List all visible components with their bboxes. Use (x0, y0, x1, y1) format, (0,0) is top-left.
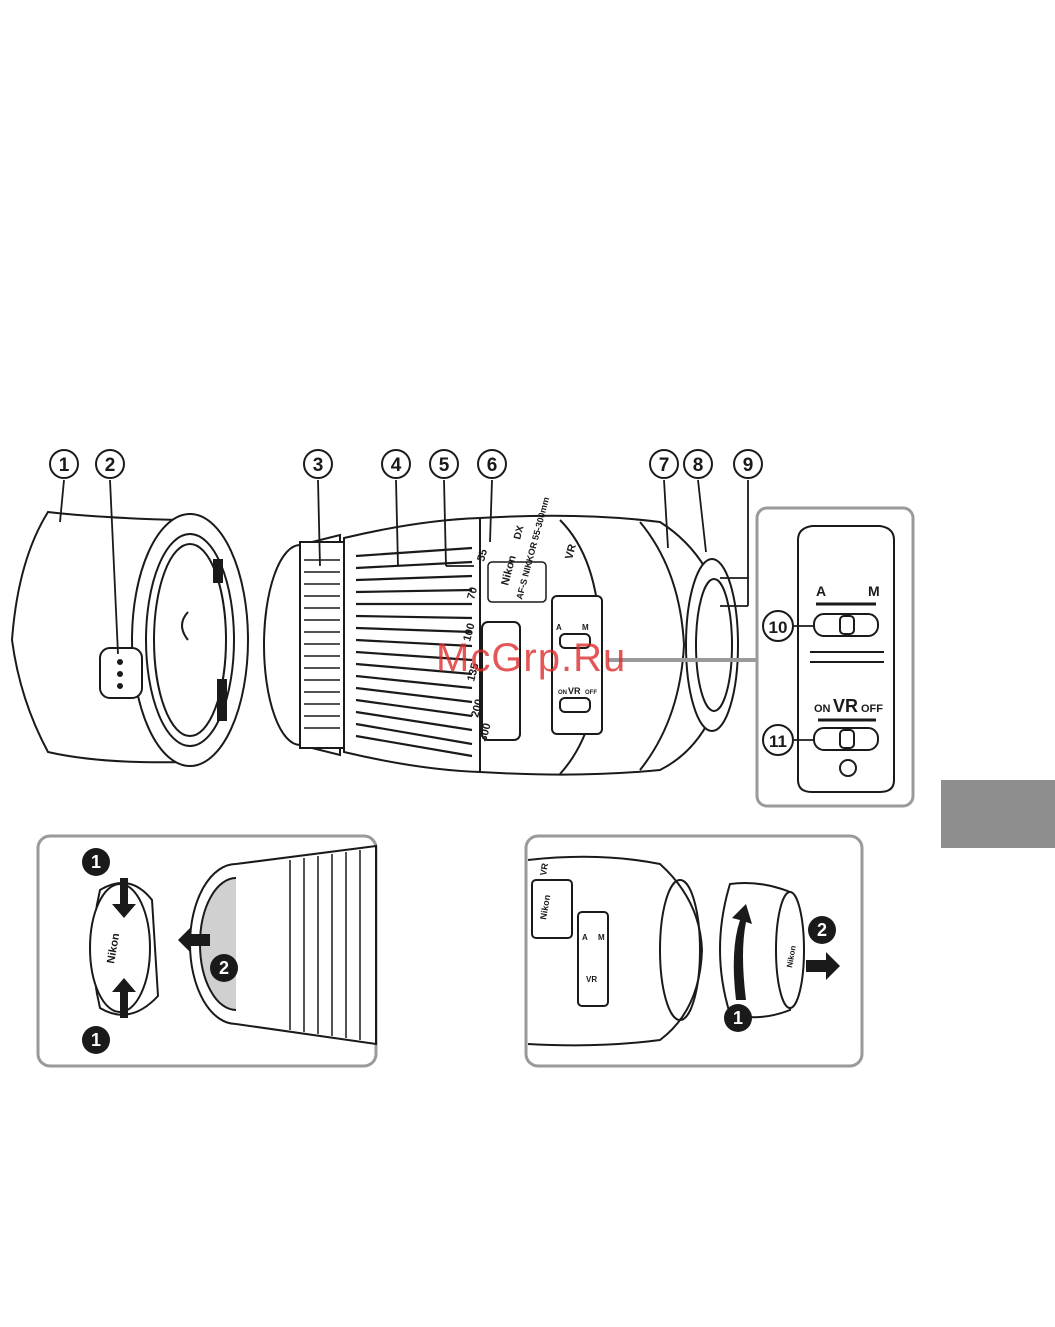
section-tab (941, 780, 1055, 848)
rear-switch-m: M (598, 933, 605, 942)
rear-switch-a: A (582, 933, 588, 942)
rear-cap-step1: 1 (733, 1008, 743, 1028)
watermark: McGrp.Ru (436, 636, 626, 681)
rear-switch-vr: VR (586, 975, 597, 984)
rear-cap-step2: 2 (817, 920, 827, 940)
